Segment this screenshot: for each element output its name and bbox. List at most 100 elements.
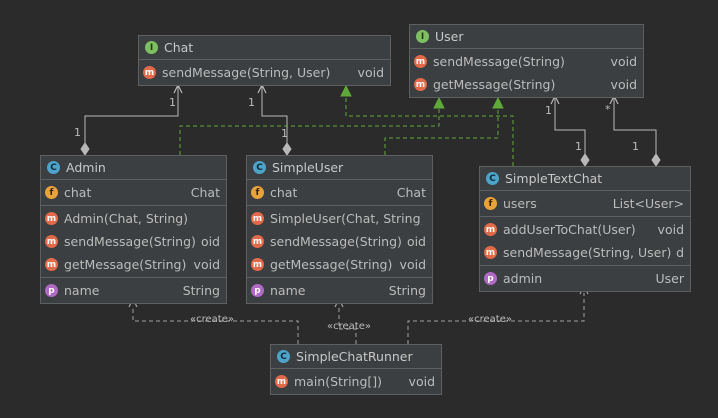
mult-chat-admin: 1 xyxy=(169,96,176,109)
method-icon: m xyxy=(484,246,497,259)
realization-arrow xyxy=(340,84,352,97)
node-header: I User xyxy=(410,25,643,49)
create-label-simpletextchat: «create» xyxy=(468,314,512,325)
member-name: Admin(Chat, String) xyxy=(64,211,189,226)
realization-edge xyxy=(345,96,514,166)
interface-icon: I xyxy=(416,30,429,43)
static-method-icon: m xyxy=(275,375,288,388)
aggregation-diamond xyxy=(580,153,590,167)
member-row[interactable]: m sendMessage(String) oid xyxy=(41,230,226,253)
association-edge xyxy=(84,85,179,143)
member-type: oid xyxy=(200,234,220,249)
member-name: sendMessage(String) xyxy=(64,234,196,249)
mult-simpleuser-chat: 1 xyxy=(281,127,288,140)
mult-user-admin: * xyxy=(605,103,611,116)
method-icon: m xyxy=(45,258,58,271)
method-icon: m xyxy=(251,212,264,225)
member-name: sendMessage(String) xyxy=(433,54,565,69)
association-edge xyxy=(613,96,657,154)
member-type: Chat xyxy=(190,185,220,200)
realization-edge xyxy=(384,108,499,155)
node-title: User xyxy=(435,29,464,44)
member-type: void xyxy=(357,65,384,80)
mult-admin-user: 1 xyxy=(632,140,639,153)
member-type: Chat xyxy=(396,185,426,200)
member-name: addUserToChat(User) xyxy=(503,222,636,237)
member-name: chat xyxy=(64,185,92,200)
node-title: SimpleTextChat xyxy=(505,171,603,186)
field-icon: f xyxy=(45,186,58,199)
field-icon: f xyxy=(251,186,264,199)
class-icon: C xyxy=(253,161,266,174)
association-edge xyxy=(261,85,288,143)
member-type: User xyxy=(655,271,685,286)
create-label-admin: «create» xyxy=(190,314,234,325)
method-icon: m xyxy=(45,235,58,248)
member-row[interactable]: m SimpleUser(Chat, String) xyxy=(247,207,432,230)
member-row[interactable]: m getMessage(String) void xyxy=(41,253,226,276)
method-icon: m xyxy=(251,258,264,271)
mult-admin-chat: 1 xyxy=(74,126,81,139)
member-name: sendMessage(String, User) xyxy=(162,65,331,80)
dependency-edge xyxy=(132,306,299,344)
node-title: SimpleChatRunner xyxy=(296,349,413,364)
member-type: void xyxy=(193,257,220,272)
aggregation-diamond xyxy=(651,153,661,167)
node-title: Chat xyxy=(164,40,194,55)
member-name: sendMessage(String) xyxy=(270,234,402,249)
realization-arrow xyxy=(492,96,504,109)
mult-chat-simpleuser: 1 xyxy=(248,96,255,109)
member-name: getMessage(String) xyxy=(64,257,187,272)
node-header: C SimpleTextChat xyxy=(480,167,690,191)
member-name: sendMessage(String, User) xyxy=(503,245,672,260)
aggregation-diamond xyxy=(80,142,90,156)
association-edge xyxy=(554,96,586,154)
method-icon: m xyxy=(251,235,264,248)
class-icon: C xyxy=(486,172,499,185)
member-type: void xyxy=(399,257,426,272)
node-header: I Chat xyxy=(139,36,390,60)
member-name: SimpleUser(Chat, String) xyxy=(270,211,422,226)
class-icon: C xyxy=(47,161,60,174)
property-icon: p xyxy=(251,284,264,297)
member-type: void xyxy=(408,374,435,389)
field-icon: f xyxy=(484,197,497,210)
interface-icon: I xyxy=(145,41,158,54)
mult-user-users: 1 xyxy=(545,104,552,117)
node-title: SimpleUser xyxy=(272,160,344,175)
dependency-edge xyxy=(338,306,357,344)
property-icon: p xyxy=(484,272,497,285)
member-name: name xyxy=(64,283,100,298)
